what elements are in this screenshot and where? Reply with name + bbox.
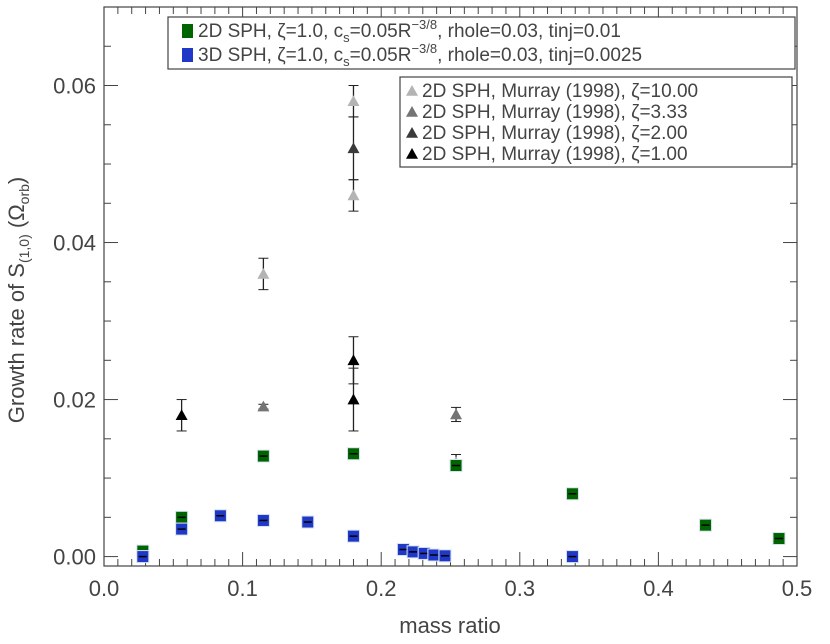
triangle-point <box>347 95 360 107</box>
y-tick-label: 0.02 <box>53 388 96 413</box>
triangle-point <box>450 408 463 420</box>
legend-square-icon <box>182 48 193 62</box>
legend-triangle-icon <box>406 127 418 138</box>
triangle-point <box>347 393 360 405</box>
triangle-point <box>257 400 270 412</box>
y-axis-label: Growth rate of S(1,0) (Ωorb) <box>4 177 32 423</box>
triangle-point <box>347 189 360 201</box>
legend-triangle-icon <box>406 106 418 117</box>
legend-box-top <box>167 16 796 70</box>
legend-entry: 2D SPH, Murray (1998), ζ=3.33 <box>422 102 688 123</box>
y-tick-label: 0.00 <box>53 545 96 570</box>
triangle-point <box>347 142 360 154</box>
x-tick-label: 0.5 <box>782 576 813 601</box>
legend-box-murray <box>399 76 793 168</box>
x-axis-label: mass ratio <box>399 613 500 638</box>
y-tick-label: 0.06 <box>53 74 96 99</box>
legend-square-icon <box>182 24 193 38</box>
y-tick-label: 0.04 <box>53 231 96 256</box>
triangle-point <box>257 267 270 279</box>
x-tick-label: 0.0 <box>89 576 120 601</box>
x-tick-label: 0.1 <box>227 576 258 601</box>
legend-entry: 2D SPH, Murray (1998), ζ=10.00 <box>422 81 698 102</box>
legend-entry: 2D SPH, Murray (1998), ζ=2.00 <box>422 123 688 144</box>
triangle-point <box>347 354 360 366</box>
triangle-point <box>175 409 188 421</box>
legend-entry: 3D SPH, ζ=1.0, cs=0.05R−3/8, rhole=0.03,… <box>198 41 642 69</box>
x-tick-label: 0.4 <box>643 576 674 601</box>
x-tick-label: 0.3 <box>505 576 536 601</box>
legend-entry: 2D SPH, Murray (1998), ζ=1.00 <box>422 144 688 165</box>
legend-triangle-icon <box>406 148 418 159</box>
legend-triangle-icon <box>406 85 418 96</box>
x-tick-label: 0.2 <box>366 576 397 601</box>
legend-entry: 2D SPH, ζ=1.0, cs=0.05R−3/8, rhole=0.03,… <box>198 17 621 45</box>
plot-frame <box>103 6 798 567</box>
